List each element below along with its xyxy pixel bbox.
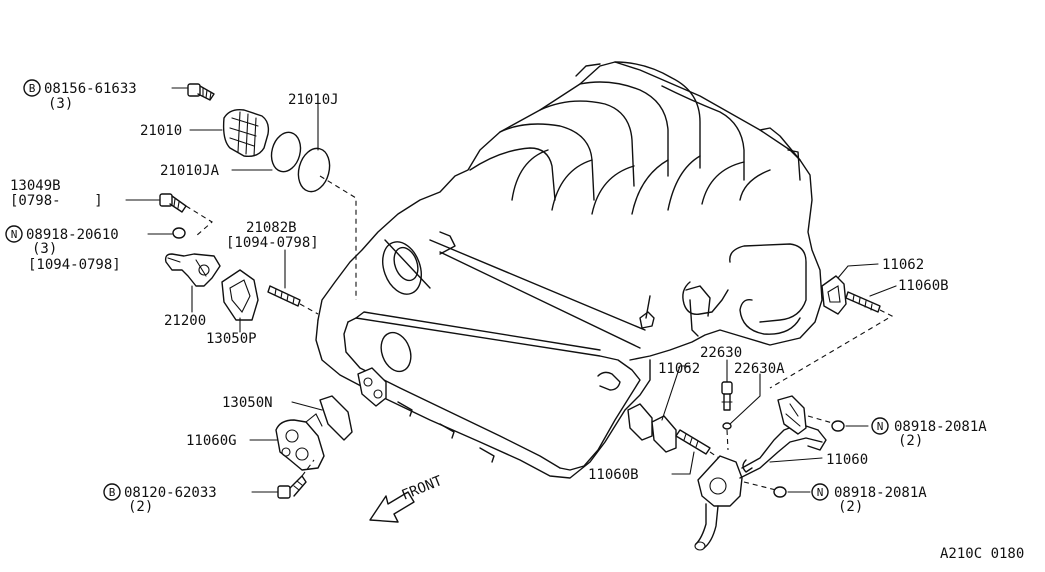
bolt-marker-letter: B bbox=[29, 82, 36, 95]
center-right-group bbox=[627, 381, 845, 551]
part-21010J-gasket bbox=[297, 147, 331, 193]
nut-08918-20610 bbox=[172, 227, 186, 239]
label-08918-2081A-lower-qty: (2) bbox=[838, 499, 863, 515]
label-front: FRONT bbox=[400, 473, 446, 504]
label-08156-qty: (3) bbox=[48, 96, 73, 112]
label-08918-2081A-upper-qty: (2) bbox=[898, 433, 923, 449]
label-21082B-range: [1094-0798] bbox=[226, 235, 319, 251]
label-13049B: 13049B bbox=[10, 178, 61, 194]
label-11060: 11060 bbox=[826, 452, 868, 468]
bolt-08120 bbox=[277, 475, 307, 499]
bolt-marker-letter: B bbox=[109, 486, 116, 499]
part-21010JA-gasket bbox=[270, 131, 302, 173]
label-13050P: 13050P bbox=[206, 331, 257, 347]
nut-marker-letter: N bbox=[817, 486, 824, 499]
label-22630: 22630 bbox=[700, 345, 742, 361]
nut-08918-2081A-upper bbox=[831, 420, 845, 432]
nut-marker bbox=[5, 225, 23, 243]
label-08918-2081A-lower: 08918-2081A bbox=[834, 485, 927, 501]
label-21010J: 21010J bbox=[288, 92, 339, 108]
right-flange-group bbox=[769, 275, 894, 389]
label-11062-center: 11062 bbox=[658, 361, 700, 377]
diagram-code: A210C 0180 bbox=[940, 546, 1024, 562]
nut-marker-letter: N bbox=[877, 420, 884, 433]
bolt-08156 bbox=[187, 83, 215, 101]
label-08918-20610-qty: (3) bbox=[32, 241, 57, 257]
part-11062-gasket-center bbox=[651, 415, 677, 453]
bolt-marker bbox=[23, 79, 41, 97]
part-11060-outlet-assembly bbox=[694, 395, 827, 551]
sensor-22630 bbox=[721, 381, 733, 430]
part-21010-outlet bbox=[222, 108, 270, 158]
label-21200: 21200 bbox=[164, 313, 206, 329]
label-08918-20610: 08918-20610 bbox=[26, 227, 119, 243]
nut-marker bbox=[811, 483, 829, 501]
label-13050N: 13050N bbox=[222, 395, 273, 411]
water-outlet-group bbox=[159, 83, 357, 321]
bolt-13049B bbox=[159, 193, 187, 213]
label-08918-20610-range: [1094-0798] bbox=[28, 257, 121, 273]
label-13049B-range: [0798- ] bbox=[10, 193, 103, 209]
label-21010JA: 21010JA bbox=[160, 163, 220, 179]
part-11062-gasket-right bbox=[821, 275, 847, 315]
lower-left-group bbox=[275, 367, 387, 499]
part-11060G-outlet bbox=[275, 413, 325, 471]
part-labels: 08156-61633 (3) 21010J 21010 21010JA 130… bbox=[10, 81, 1024, 562]
part-21200-housing bbox=[164, 253, 221, 287]
label-21082B: 21082B bbox=[246, 220, 297, 236]
nut-08918-2081A-lower bbox=[773, 486, 787, 498]
callout-markers: B N B N N bbox=[5, 79, 889, 501]
label-08156-61633: 08156-61633 bbox=[44, 81, 137, 97]
label-21010: 21010 bbox=[140, 123, 182, 139]
leader-lines bbox=[125, 87, 897, 493]
stud-11060B-center bbox=[675, 429, 711, 455]
label-08918-2081A-upper: 08918-2081A bbox=[894, 419, 987, 435]
label-11060G: 11060G bbox=[186, 433, 237, 449]
label-11062-right: 11062 bbox=[882, 257, 924, 273]
stud-21082B bbox=[267, 285, 301, 307]
label-11060B-center: 11060B bbox=[588, 467, 639, 483]
stud-11060B-right bbox=[845, 291, 881, 313]
nut-marker-letter: N bbox=[11, 228, 18, 241]
label-08120-62033: 08120-62033 bbox=[124, 485, 217, 501]
part-13050P-gasket bbox=[221, 269, 259, 321]
part-13050N-gasket bbox=[319, 395, 353, 441]
front-arrow bbox=[369, 491, 415, 523]
nut-marker bbox=[871, 417, 889, 435]
label-22630A: 22630A bbox=[734, 361, 785, 377]
bolt-marker bbox=[103, 483, 121, 501]
label-08120-qty: (2) bbox=[128, 499, 153, 515]
engine-assembly bbox=[315, 61, 823, 479]
label-11060B-right: 11060B bbox=[898, 278, 949, 294]
